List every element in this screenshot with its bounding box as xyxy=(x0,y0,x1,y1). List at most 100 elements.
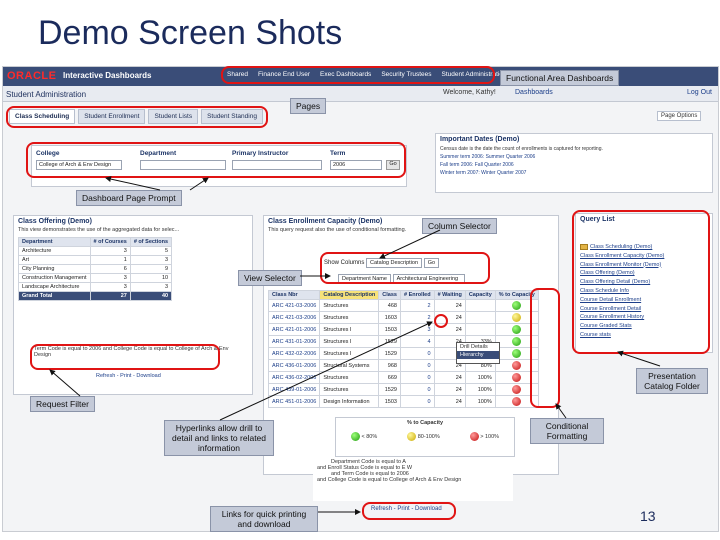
callout-pages: Pages xyxy=(290,98,327,114)
query-list-item[interactable]: Course Graded Stats xyxy=(580,323,632,330)
arrow-conditional xyxy=(555,403,567,419)
app-name: Interactive Dashboards xyxy=(63,71,152,80)
red-status-icon xyxy=(469,432,479,441)
red-status-icon xyxy=(512,397,522,406)
department-select[interactable] xyxy=(140,160,226,170)
page-tabs: Class Scheduling Student Enrollment Stud… xyxy=(9,109,263,124)
query-list-item[interactable]: Class Enrollment Capacity (Demo) xyxy=(580,252,665,259)
term-select[interactable]: 2006 xyxy=(330,160,382,170)
query-list-item[interactable]: Class Enrollment Monitor (Demo) xyxy=(580,261,662,268)
query-list-item[interactable]: Course Enrollment Detail xyxy=(580,305,642,312)
request-filter-block: Department Code is equal to A and Enroll… xyxy=(313,459,513,501)
welcome-text: Welcome, Kathy! xyxy=(443,89,496,96)
capacity-legend: % to Capacity < 80% 80-100% > 100% xyxy=(335,417,515,457)
class-number-cell[interactable]: ARC 451-01-2006 xyxy=(267,395,321,408)
query-list-items: Class Scheduling (Demo)Class Enrollment … xyxy=(576,225,712,340)
callout-hyperlinks: Hyperlinks allow drill to detail and lin… xyxy=(164,420,274,456)
popup-hierarchy[interactable]: Hierarchy xyxy=(457,351,499,359)
catalog-description-cell: Design Information xyxy=(319,395,380,408)
dashboard-header: Student Administration Welcome, Kathy! D… xyxy=(3,86,718,102)
note-line[interactable]: Summer term 2006: Summer Quarter 2006 xyxy=(440,154,536,160)
functional-area-nav: Shared Finance End User Exec Dashboards … xyxy=(227,71,507,78)
nav-shared[interactable]: Shared xyxy=(227,71,248,78)
logout-link[interactable]: Log Out xyxy=(687,89,712,96)
nav-finance[interactable]: Finance End User xyxy=(257,71,310,78)
page-options-button[interactable]: Page Options xyxy=(657,111,702,121)
column-selector: Show Columns Catalog Description Go xyxy=(324,258,440,268)
instructor-label: Primary Instructor xyxy=(232,150,289,157)
callout-conditional: Conditional Formatting xyxy=(530,418,604,444)
arrow-request-filter xyxy=(49,369,81,397)
green-status-icon xyxy=(512,325,522,334)
highlight-conditional xyxy=(530,288,560,408)
slide-title: Demo Screen Shots xyxy=(38,14,343,52)
highlight-hyperlink xyxy=(434,314,448,328)
tab-student-enrollment[interactable]: Student Enrollment xyxy=(78,109,146,124)
yellow-status-icon xyxy=(512,313,522,322)
college-select[interactable]: College of Arch & Env Design xyxy=(36,160,122,170)
capacity-cell: 100% xyxy=(464,395,496,408)
capacity-title: Class Enrollment Capacity (Demo) xyxy=(268,218,383,225)
callout-functional-area: Functional Area Dashboards xyxy=(500,70,620,86)
highlight-quick-links xyxy=(362,502,456,520)
highlight-query-list xyxy=(572,210,710,354)
query-list-title: Query List xyxy=(580,216,615,223)
drill-popup-menu: Drill Details Hierarchy xyxy=(456,342,500,364)
nav-security[interactable]: Security Trustees xyxy=(381,71,432,78)
green-status-icon xyxy=(512,301,522,310)
yellow-status-icon xyxy=(407,432,417,441)
legend-item: < 80% xyxy=(350,432,377,441)
arrow-hyperlinks xyxy=(219,321,433,421)
note-line[interactable]: Winter term 2007: Winter Quarter 2007 xyxy=(440,170,527,176)
query-list-item[interactable]: Class Offering Detail (Demo) xyxy=(580,279,651,286)
column-go-button[interactable]: Go xyxy=(423,258,440,268)
query-list-item[interactable]: Course stats xyxy=(580,331,611,338)
arrow-prompt xyxy=(105,176,161,191)
dashboard-name: Student Administration xyxy=(6,90,87,99)
arrow-presentation xyxy=(617,350,661,367)
nav-student-admin[interactable]: Student Administration xyxy=(441,71,507,78)
highlight-prompt xyxy=(26,142,406,178)
filter-line: and College Code is equal to College of … xyxy=(317,477,462,483)
class-offering-description: This view demonstrates the use of the ag… xyxy=(18,227,180,233)
tab-student-lists[interactable]: Student Lists xyxy=(148,109,199,124)
query-list-item[interactable]: Class Offering (Demo) xyxy=(580,270,635,277)
callout-prompt: Dashboard Page Prompt xyxy=(76,190,182,206)
query-list-item[interactable]: Class Schedule Info xyxy=(580,287,629,294)
dashboards-link[interactable]: Dashboards xyxy=(515,89,553,96)
class-offering-links[interactable]: Refresh - Print - Download xyxy=(96,373,161,379)
prompt-go-button[interactable]: Go xyxy=(386,160,400,170)
query-list-item[interactable]: Class Scheduling (Demo) xyxy=(576,243,712,252)
callout-column-selector: Column Selector xyxy=(422,218,497,234)
term-label: Term xyxy=(330,150,346,157)
legend-item: > 100% xyxy=(469,432,499,441)
capacity-description: This query request also the use of condi… xyxy=(268,227,407,233)
note-line[interactable]: Fall term 2006: Fall Quarter 2006 xyxy=(440,162,514,168)
class-offering-title: Class Offering (Demo) xyxy=(18,218,92,225)
note-line: Census date is the date the count of enr… xyxy=(440,146,603,152)
quick-links[interactable]: Refresh - Print - Download xyxy=(371,506,442,512)
class-offering-filter: Term Code is equal to 2006 and College C… xyxy=(34,346,229,358)
nav-exec[interactable]: Exec Dashboards xyxy=(320,71,372,78)
waiting-cell: 24 xyxy=(433,395,466,408)
instructor-select[interactable] xyxy=(232,160,322,170)
query-list-item[interactable]: Course Detail Enrollment xyxy=(580,296,642,303)
show-columns-label: Show Columns xyxy=(324,260,365,266)
popup-drill-details[interactable]: Drill Details xyxy=(460,344,488,350)
tab-class-scheduling[interactable]: Class Scheduling xyxy=(9,109,76,124)
highlight-selectors xyxy=(320,252,490,284)
highlight-filter xyxy=(30,344,220,370)
green-status-icon xyxy=(512,349,522,358)
important-dates-panel: Important Dates (Demo) Census date is th… xyxy=(435,133,713,193)
filter-line: and Term Code is equal to 2006 xyxy=(331,471,409,477)
show-columns-select[interactable]: Catalog Description xyxy=(366,258,423,268)
query-list-item[interactable]: Course Enrollment History xyxy=(580,314,645,321)
tab-student-standing[interactable]: Student Standing xyxy=(201,109,263,124)
folder-icon xyxy=(580,243,588,250)
